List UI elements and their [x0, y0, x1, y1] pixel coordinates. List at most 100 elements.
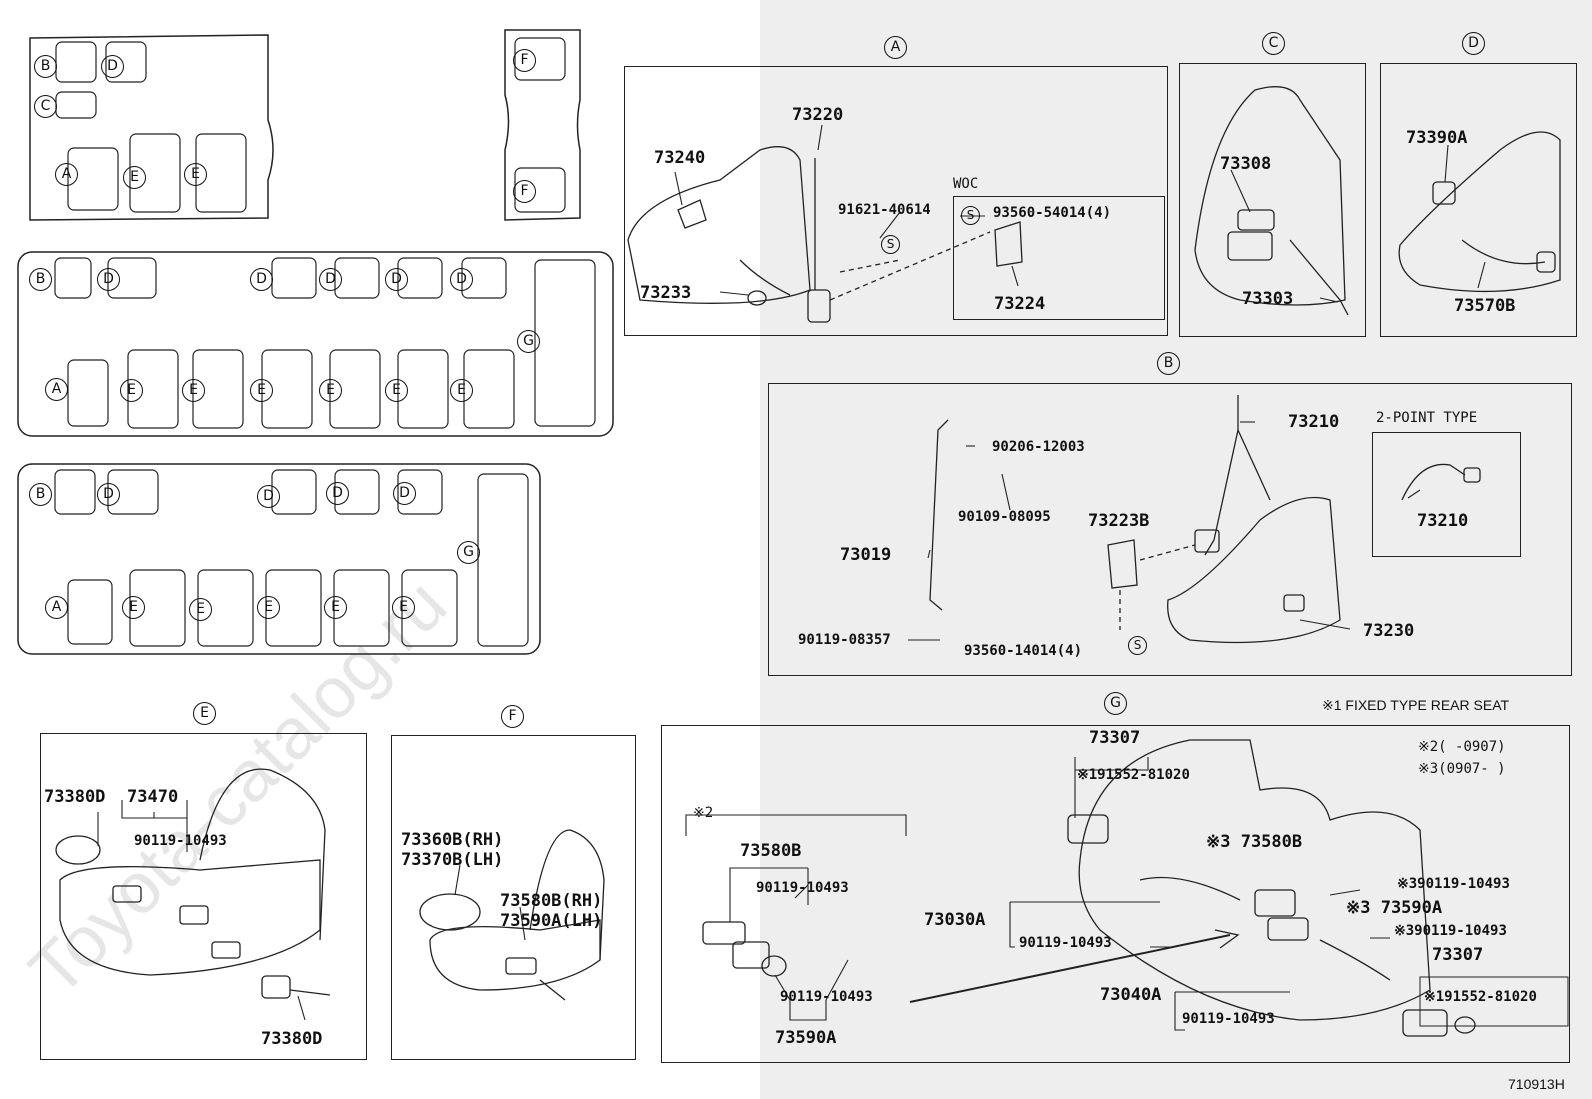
overview-marker[interactable]: D — [97, 268, 120, 291]
section-marker-d[interactable]: D — [1462, 32, 1485, 55]
overview-marker[interactable]: E — [324, 596, 347, 619]
section-marker-g[interactable]: G — [1104, 692, 1127, 715]
note-mark-2: ※2 — [693, 805, 714, 821]
part-73590A-lh[interactable]: 73590A(LH) — [500, 911, 603, 931]
panel-e — [40, 733, 367, 1060]
part-73590A-right[interactable]: ※3 73590A — [1346, 898, 1443, 918]
overview-marker[interactable]: A — [45, 378, 68, 401]
overview-marker[interactable]: E — [385, 379, 408, 402]
overview-marker[interactable]: D — [450, 268, 473, 291]
overview-marker[interactable]: D — [326, 482, 349, 505]
overview-marker[interactable]: G — [517, 330, 540, 353]
part-73220[interactable]: 73220 — [792, 105, 844, 125]
overview-marker[interactable]: D — [319, 268, 342, 291]
overview-marker[interactable]: B — [29, 483, 52, 506]
part-73308[interactable]: 73308 — [1220, 154, 1272, 174]
overview-cab-right-outline — [504, 29, 581, 221]
part-90119-10493-e-g[interactable]: ※390119-10493 — [1394, 923, 1507, 939]
woc-label: WOC — [953, 176, 979, 192]
part-91621-40614[interactable]: 91621-40614 — [838, 202, 931, 218]
part-90109-08095[interactable]: 90109-08095 — [958, 509, 1051, 525]
overview-marker[interactable]: D — [393, 482, 416, 505]
overview-marker[interactable]: D — [250, 268, 273, 291]
legend-note-3: ※3(0907- ) — [1418, 761, 1506, 777]
part-191552-81020-bottom[interactable]: ※191552-81020 — [1424, 989, 1537, 1005]
part-73223B[interactable]: 73223B — [1088, 511, 1150, 531]
legend-note-2: ※2( -0907) — [1418, 739, 1506, 755]
overview-marker[interactable]: B — [29, 268, 52, 291]
part-73580B-left[interactable]: 73580B — [740, 841, 802, 861]
part-90119-10493-c[interactable]: 90119-10493 — [1019, 935, 1112, 951]
section-marker-f[interactable]: F — [501, 705, 524, 728]
section-marker-e[interactable]: E — [193, 702, 216, 725]
overview-marker[interactable]: E — [392, 596, 415, 619]
part-73307-top[interactable]: 73307 — [1089, 728, 1141, 748]
overview-marker[interactable]: F — [513, 49, 536, 72]
overview-marker[interactable]: E — [122, 596, 145, 619]
part-73040A[interactable]: 73040A — [1100, 985, 1162, 1005]
overview-marker[interactable]: D — [97, 483, 120, 506]
part-90119-10493-d[interactable]: ※390119-10493 — [1397, 876, 1510, 892]
overview-marker[interactable]: E — [123, 166, 146, 189]
part-90119-08357[interactable]: 90119-08357 — [798, 632, 891, 648]
part-73390A[interactable]: 73390A — [1406, 128, 1468, 148]
overview-marker[interactable]: A — [55, 163, 78, 186]
part-73570B[interactable]: 73570B — [1454, 296, 1516, 316]
overview-marker[interactable]: E — [182, 379, 205, 402]
panel-a-artwork — [627, 146, 1023, 323]
part-73019[interactable]: 73019 — [840, 545, 892, 565]
part-191552-81020-top[interactable]: ※191552-81020 — [1077, 767, 1190, 783]
panel-c-artwork — [1194, 86, 1349, 316]
part-73303[interactable]: 73303 — [1242, 289, 1294, 309]
part-73307-bottom[interactable]: 73307 — [1432, 945, 1484, 965]
section-marker-c[interactable]: C — [1262, 32, 1285, 55]
part-73030A[interactable]: 73030A — [924, 910, 986, 930]
overview-marker[interactable]: D — [257, 485, 280, 508]
part-90119-10493-e[interactable]: 90119-10493 — [134, 833, 227, 849]
panel-a — [624, 66, 1168, 336]
overview-marker[interactable]: G — [457, 541, 480, 564]
s-marker: S — [1128, 636, 1147, 655]
section-marker-b[interactable]: B — [1157, 352, 1180, 375]
overview-marker[interactable]: E — [189, 598, 212, 621]
part-73370B[interactable]: 73370B(LH) — [401, 850, 504, 870]
part-73233[interactable]: 73233 — [640, 283, 692, 303]
overview-marker[interactable]: E — [120, 379, 143, 402]
overview-marker[interactable]: E — [184, 163, 207, 186]
s-marker: S — [881, 235, 900, 254]
part-90119-10493-f[interactable]: 90119-10493 — [1182, 1011, 1275, 1027]
part-93560-54014[interactable]: 93560-54014(4) — [993, 205, 1112, 221]
part-73580B-rh[interactable]: 73580B(RH) — [500, 891, 603, 911]
part-73224[interactable]: 73224 — [994, 294, 1046, 314]
overview-marker[interactable]: C — [34, 95, 57, 118]
overview-marker[interactable]: E — [450, 379, 473, 402]
part-73580B-right[interactable]: ※3 73580B — [1206, 832, 1303, 852]
part-73240[interactable]: 73240 — [654, 148, 706, 168]
part-90119-10493-a[interactable]: 90119-10493 — [756, 880, 849, 896]
part-90206-12003[interactable]: 90206-12003 — [992, 439, 1085, 455]
overview-marker[interactable]: E — [319, 379, 342, 402]
section-marker-a[interactable]: A — [884, 36, 907, 59]
panel-c — [1179, 63, 1366, 337]
part-93560-14014[interactable]: 93560-14014(4) — [964, 643, 1083, 659]
overview-seat-glyphs — [54, 37, 596, 647]
part-73380D[interactable]: 73380D — [44, 787, 106, 807]
part-73380D-lower[interactable]: 73380D — [261, 1029, 323, 1049]
overview-marker[interactable]: D — [101, 55, 124, 78]
part-73360B[interactable]: 73360B(RH) — [401, 830, 504, 850]
overview-marker[interactable]: E — [250, 379, 273, 402]
overview-marker[interactable]: A — [45, 596, 68, 619]
overview-marker[interactable]: E — [257, 596, 280, 619]
panel-f — [391, 735, 636, 1060]
part-73210[interactable]: 73210 — [1288, 412, 1340, 432]
overview-cab-outline — [29, 34, 274, 221]
part-73230[interactable]: 73230 — [1363, 621, 1415, 641]
overview-marker[interactable]: B — [34, 55, 57, 78]
overview-marker[interactable]: D — [385, 268, 408, 291]
part-73590A-left[interactable]: 73590A — [775, 1028, 837, 1048]
part-90119-10493-b[interactable]: 90119-10493 — [780, 989, 873, 1005]
part-73470[interactable]: 73470 — [127, 787, 179, 807]
overview-marker[interactable]: F — [513, 180, 536, 203]
panel-a-woc-box — [953, 196, 1165, 320]
part-73210-two-point[interactable]: 73210 — [1417, 511, 1469, 531]
